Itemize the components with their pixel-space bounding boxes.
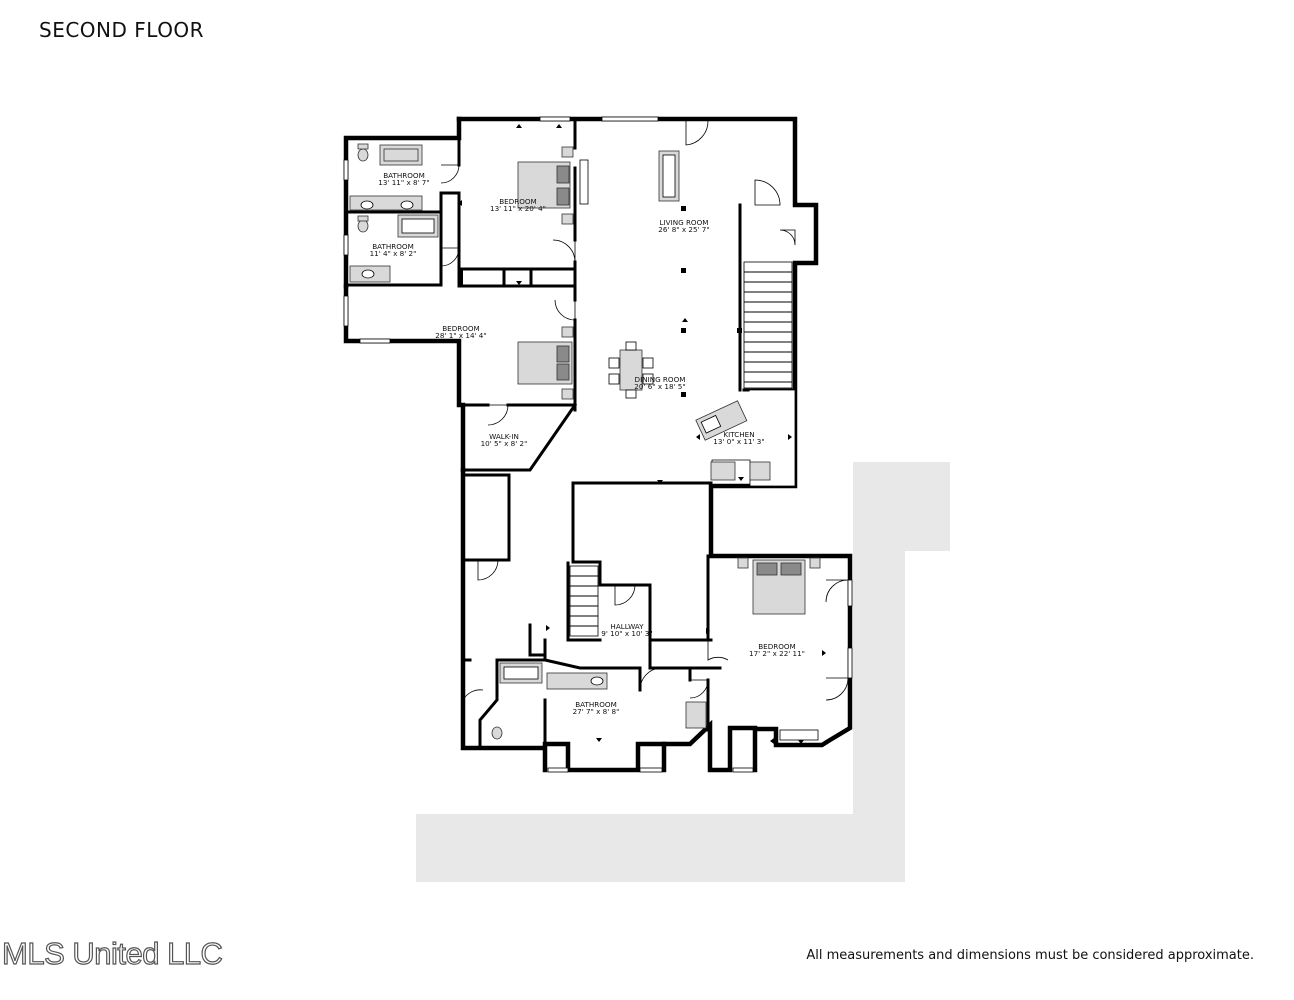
exterior-deck [416,462,950,882]
room-dims: 13' 11" x 8' 7" [378,178,429,187]
stairs-lower [569,565,599,637]
stairs-upper [743,261,793,389]
room-dims: 28' 1" x 14' 4" [435,331,486,340]
room-dims: 13' 11" x 20' 4" [490,204,546,213]
exterior-walls [343,116,853,773]
room-name: BATHROOM [575,700,617,709]
room-name: BEDROOM [442,324,480,333]
room-dims: 13' 0" x 11' 3" [713,437,764,446]
room-name: WALK-IN [489,432,519,441]
room-dims: 10' 5" x 8' 2" [481,439,528,448]
room-dims: 11' 4" x 8' 2" [370,249,417,258]
room-dims: 27' 7" x 8' 8" [573,707,620,716]
room-name: KITCHEN [723,430,754,439]
disclaimer-text: All measurements and dimensions must be … [806,948,1254,963]
watermark-logo: MLS United LLC [1,935,223,971]
floor-title: SECOND FLOOR [39,18,205,42]
room-dims: 26' 8" x 25' 7" [658,225,709,234]
room-dims: 17' 2" x 22' 11" [749,649,805,658]
markers [458,124,826,744]
room-name: HALLWAY [610,622,644,631]
room-name: DINING ROOM [635,375,686,384]
room-name: BEDROOM [499,197,537,206]
room-name: LIVING ROOM [660,218,709,227]
windows [343,116,853,773]
room-dims: 9' 10" x 10' 3" [601,629,652,638]
room-name: BATHROOM [372,242,414,251]
interior-walls [344,117,797,750]
furniture [349,143,821,741]
room-dims: 20' 6" x 18' 5" [634,382,685,391]
doors [440,120,849,702]
room-name: BATHROOM [383,171,425,180]
room-name: BEDROOM [758,642,796,651]
